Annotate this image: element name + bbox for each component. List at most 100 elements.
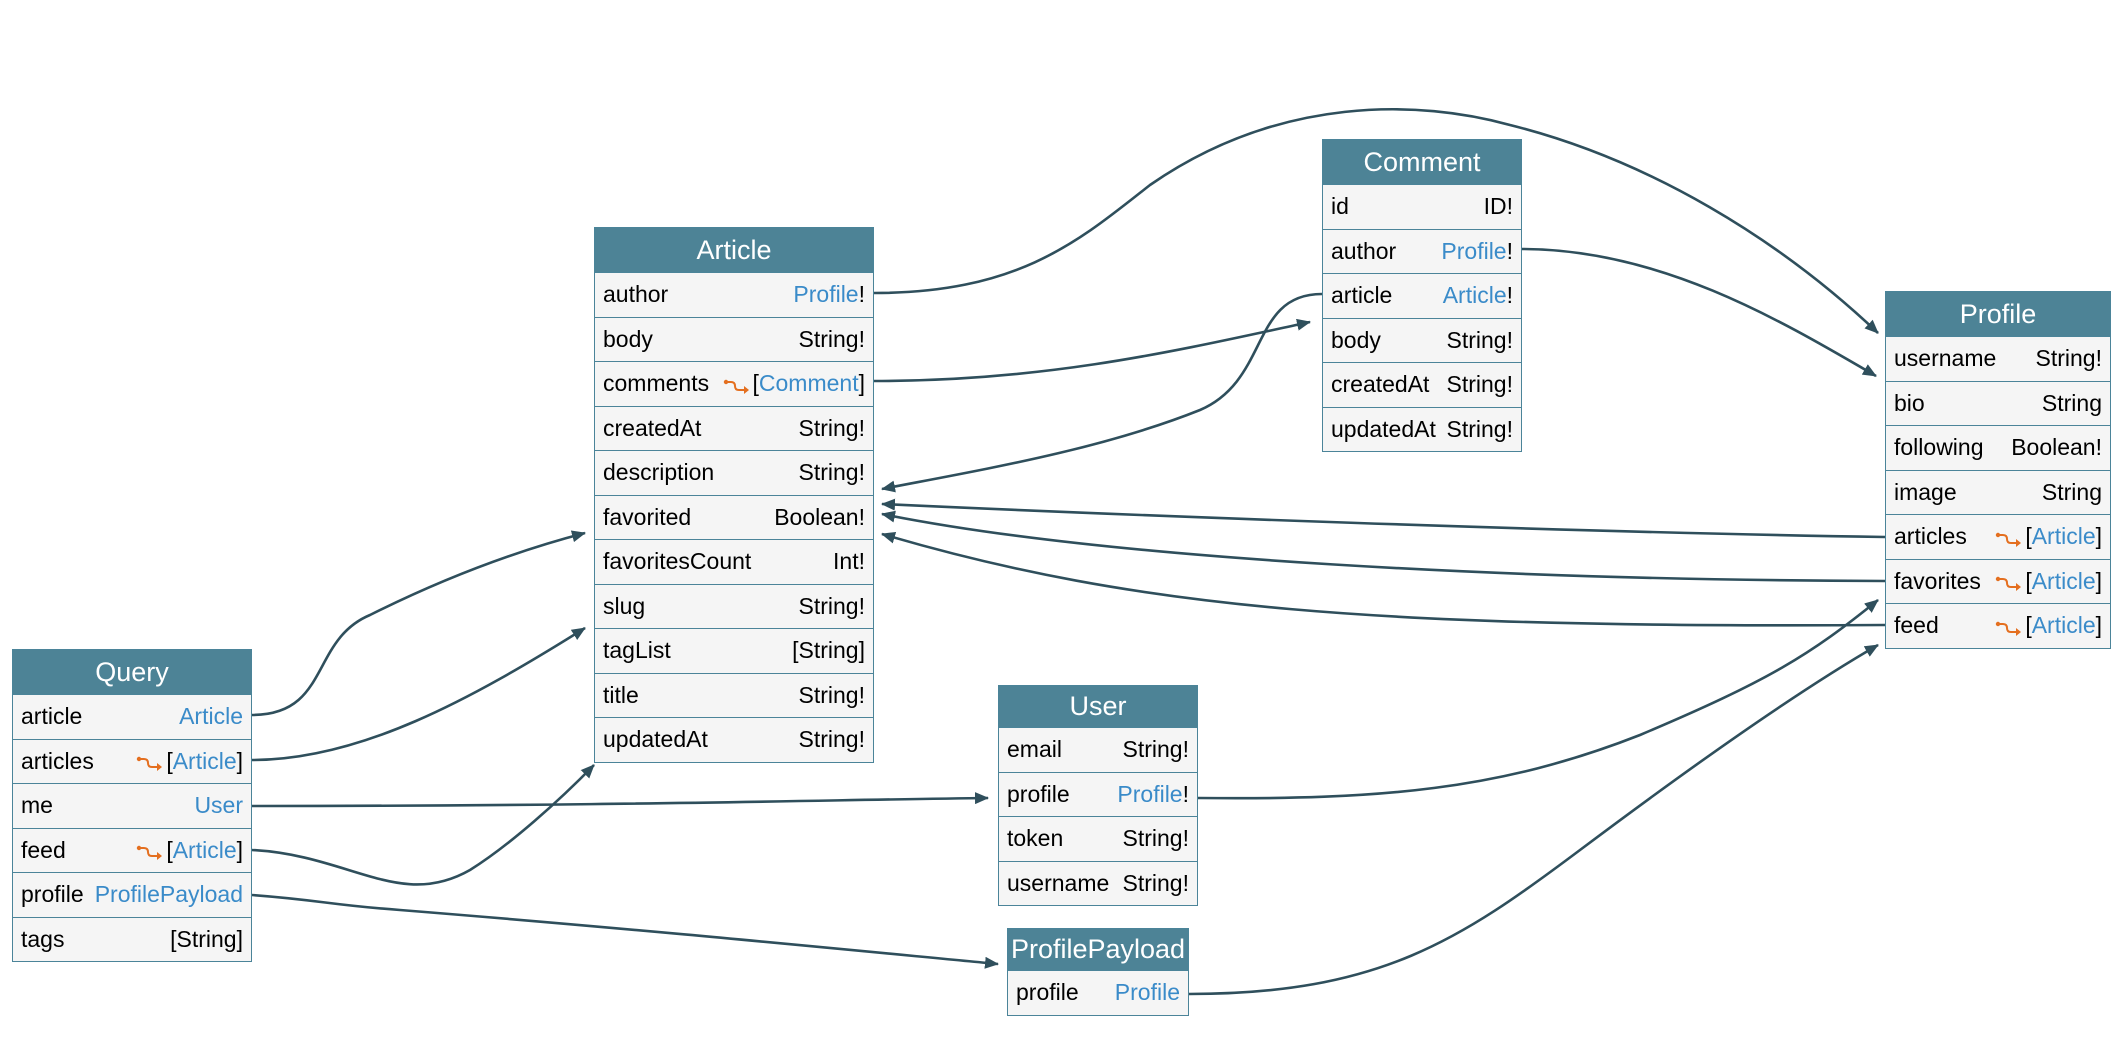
field-row-taglist[interactable]: tagList[String] <box>595 628 873 673</box>
type-link[interactable]: Article <box>1442 282 1507 309</box>
type-link[interactable]: Article <box>2031 612 2096 639</box>
type-title[interactable]: ProfilePayload <box>1008 929 1188 970</box>
field-name: favorited <box>603 503 692 530</box>
type-title[interactable]: Article <box>595 228 873 272</box>
field-type[interactable]: Article! <box>1443 282 1513 309</box>
scalar-type: String! <box>2035 345 2102 372</box>
field-row-feed[interactable]: feed[Article] <box>13 827 251 872</box>
type-title[interactable]: User <box>999 686 1197 727</box>
field-type[interactable]: Profile <box>1115 979 1180 1006</box>
field-name: favorites <box>1894 567 1981 594</box>
field-type[interactable]: [Article] <box>136 748 243 775</box>
type-link[interactable]: Article <box>172 747 237 774</box>
field-type[interactable]: [Comment] <box>723 370 865 397</box>
field-row-feed[interactable]: feed [Article] <box>1886 603 2110 648</box>
field-name: article <box>21 703 83 730</box>
type-link[interactable]: Article <box>2031 523 2096 550</box>
field-name: feed <box>1894 612 1939 639</box>
type-link[interactable]: User <box>194 792 243 819</box>
field-name: slug <box>603 592 646 619</box>
field-row-articles[interactable]: articles[Article] <box>1886 514 2110 559</box>
field-name: author <box>1331 237 1397 264</box>
edge-article-comments-to-comment <box>873 318 1311 383</box>
field-name: email <box>1007 736 1062 763</box>
list-bracket-close: ] <box>2095 523 2102 550</box>
field-type: String! <box>1447 327 1513 354</box>
field-type[interactable]: [Article] <box>1995 523 2102 550</box>
field-row-favorites[interactable]: favorites [Article] <box>1886 558 2110 603</box>
field-type: String! <box>799 459 865 486</box>
type-title[interactable]: Query <box>13 650 251 694</box>
field-name: body <box>603 325 653 352</box>
field-type[interactable]: [Article] <box>1995 568 2102 595</box>
field-row-comments[interactable]: comments [Comment] <box>595 361 873 406</box>
type-link[interactable]: Profile <box>1441 237 1507 264</box>
type-link[interactable]: Article <box>179 703 243 730</box>
type-link[interactable]: Article <box>2031 567 2096 594</box>
field-type[interactable]: Article <box>179 703 243 730</box>
field-type: String! <box>1447 416 1513 443</box>
field-type[interactable]: Profile! <box>1441 238 1513 265</box>
field-type[interactable]: [Article] <box>1995 612 2102 639</box>
edge-query-articles-to-article <box>251 626 586 762</box>
type-link[interactable]: ProfilePayload <box>94 881 243 908</box>
field-type[interactable]: User <box>194 792 243 819</box>
type-link[interactable]: Article <box>172 836 237 863</box>
field-name: comments <box>603 370 710 397</box>
connection-icon <box>1995 617 2023 636</box>
field-type[interactable]: Profile! <box>1117 781 1189 808</box>
field-row-tags[interactable]: tags[String] <box>13 916 251 961</box>
type-link[interactable]: Comment <box>758 370 859 397</box>
field-type[interactable]: [Article] <box>136 837 243 864</box>
field-row-article[interactable]: article Article <box>13 694 251 739</box>
field-row-articles[interactable]: articles[Article] <box>13 738 251 783</box>
type-title[interactable]: Comment <box>1323 140 1521 184</box>
field-type: String <box>2042 390 2102 417</box>
type-link[interactable]: Profile <box>1114 979 1180 1006</box>
field-row-me[interactable]: me User <box>13 783 251 828</box>
field-type[interactable]: Profile! <box>793 281 865 308</box>
type-link[interactable]: Profile <box>1117 780 1183 807</box>
type-title[interactable]: Profile <box>1886 292 2110 336</box>
type-link[interactable]: Profile <box>793 281 859 308</box>
field-name: me <box>21 792 53 819</box>
scalar-type: String <box>2041 389 2102 416</box>
field-row-author[interactable]: author Profile! <box>1323 228 1521 273</box>
field-name: createdAt <box>603 414 702 441</box>
non-null-marker: ! <box>1506 237 1513 264</box>
connection-icon <box>723 375 751 394</box>
field-type[interactable]: ProfilePayload <box>95 881 243 908</box>
non-null-marker: ! <box>1506 282 1513 309</box>
scalar-type: String! <box>1446 371 1513 398</box>
